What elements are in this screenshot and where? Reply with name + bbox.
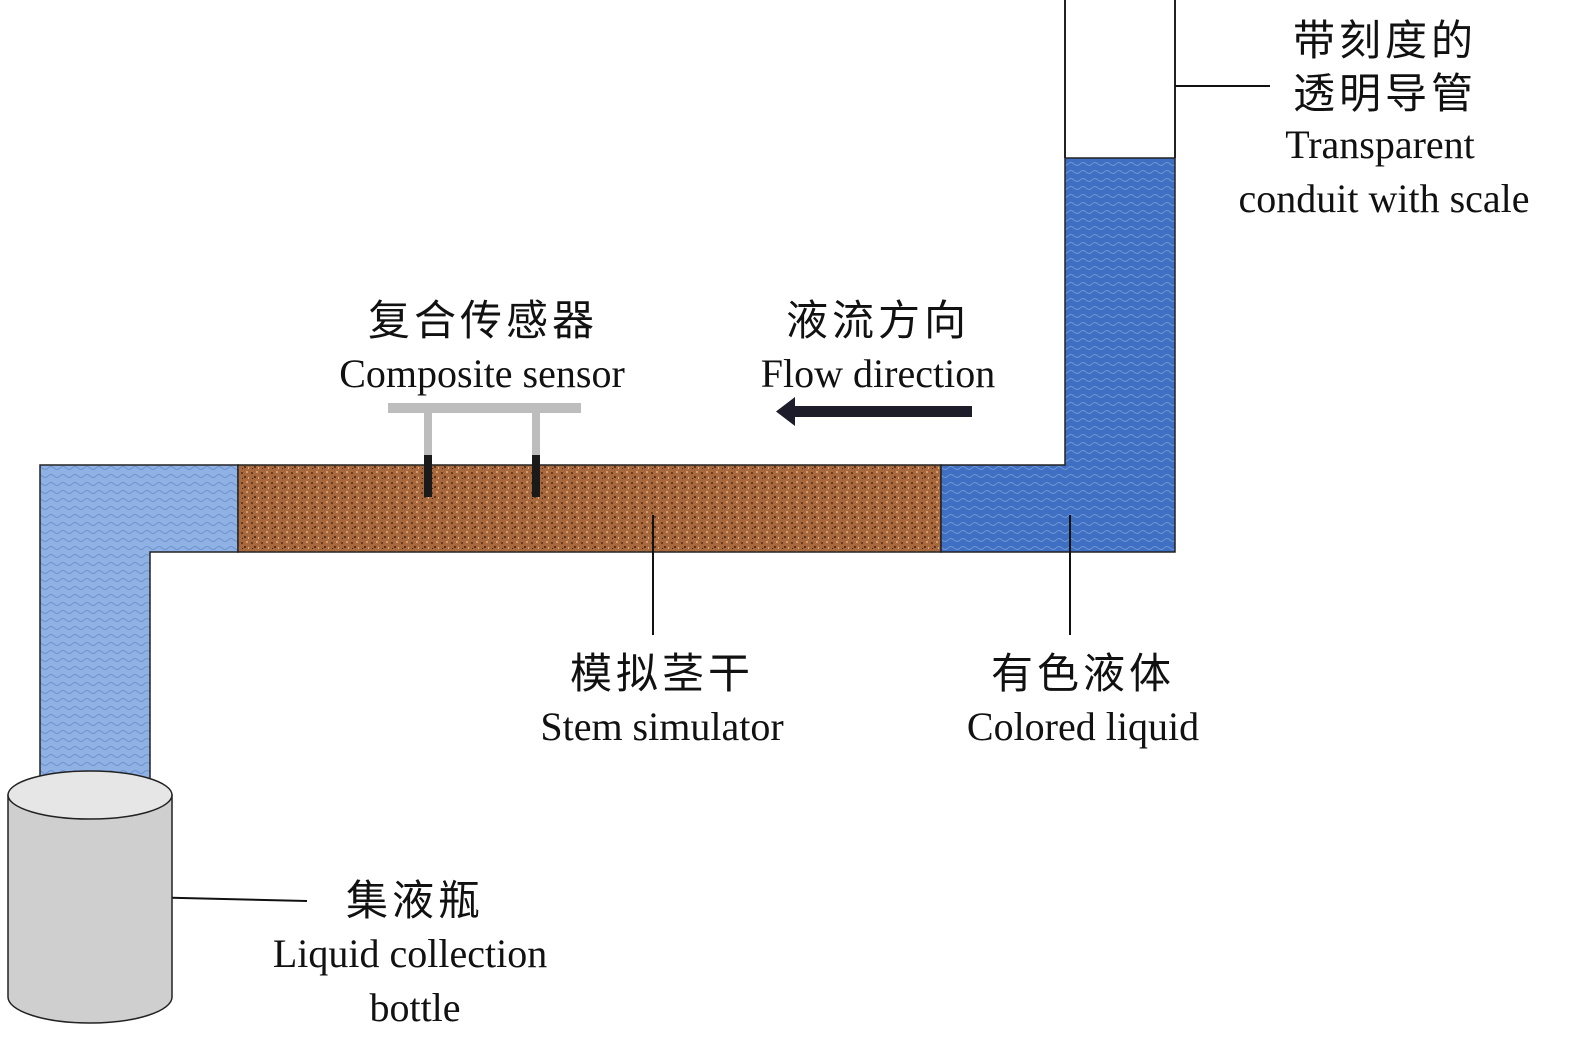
conduit-label-zh: 带刻度的	[1293, 19, 1477, 65]
bottle-label-zh: 集液瓶	[346, 879, 484, 925]
stem-label: 模拟茎干 Stem simulator	[540, 652, 783, 749]
sensor-label-en: Composite sensor	[339, 351, 625, 396]
liquid-label-zh: 有色液体	[991, 652, 1175, 698]
flow-label-zh: 液流方向	[786, 299, 970, 345]
sensor-label-zh: 复合传感器	[368, 299, 598, 345]
flow-label-en: Flow direction	[761, 351, 995, 396]
left-outflow-pipe	[39, 464, 239, 791]
sensor-label: 复合传感器 Composite sensor	[339, 299, 625, 396]
liquid-label: 有色液体 Colored liquid	[967, 652, 1199, 749]
bottle-label-en-2: bottle	[369, 985, 460, 1030]
composite-sensor	[388, 403, 581, 497]
flow-direction-arrow	[776, 397, 972, 426]
bottle-label-en: Liquid collection	[273, 931, 547, 976]
stem-simulator	[237, 464, 942, 553]
conduit-label: 带刻度的 透明导管 Transparent conduit with scale	[1238, 19, 1529, 221]
flow-label: 液流方向 Flow direction	[761, 299, 995, 396]
conduit-label-en-2: conduit with scale	[1238, 176, 1529, 221]
conduit-label-en: Transparent	[1285, 122, 1475, 167]
conduit-label-zh-2: 透明导管	[1293, 72, 1477, 118]
stem-label-zh: 模拟茎干	[570, 652, 754, 698]
stem-label-en: Stem simulator	[540, 704, 783, 749]
bottle-label: 集液瓶 Liquid collection bottle	[273, 879, 547, 1030]
collection-bottle	[7, 770, 173, 1024]
liquid-label-en: Colored liquid	[967, 704, 1199, 749]
